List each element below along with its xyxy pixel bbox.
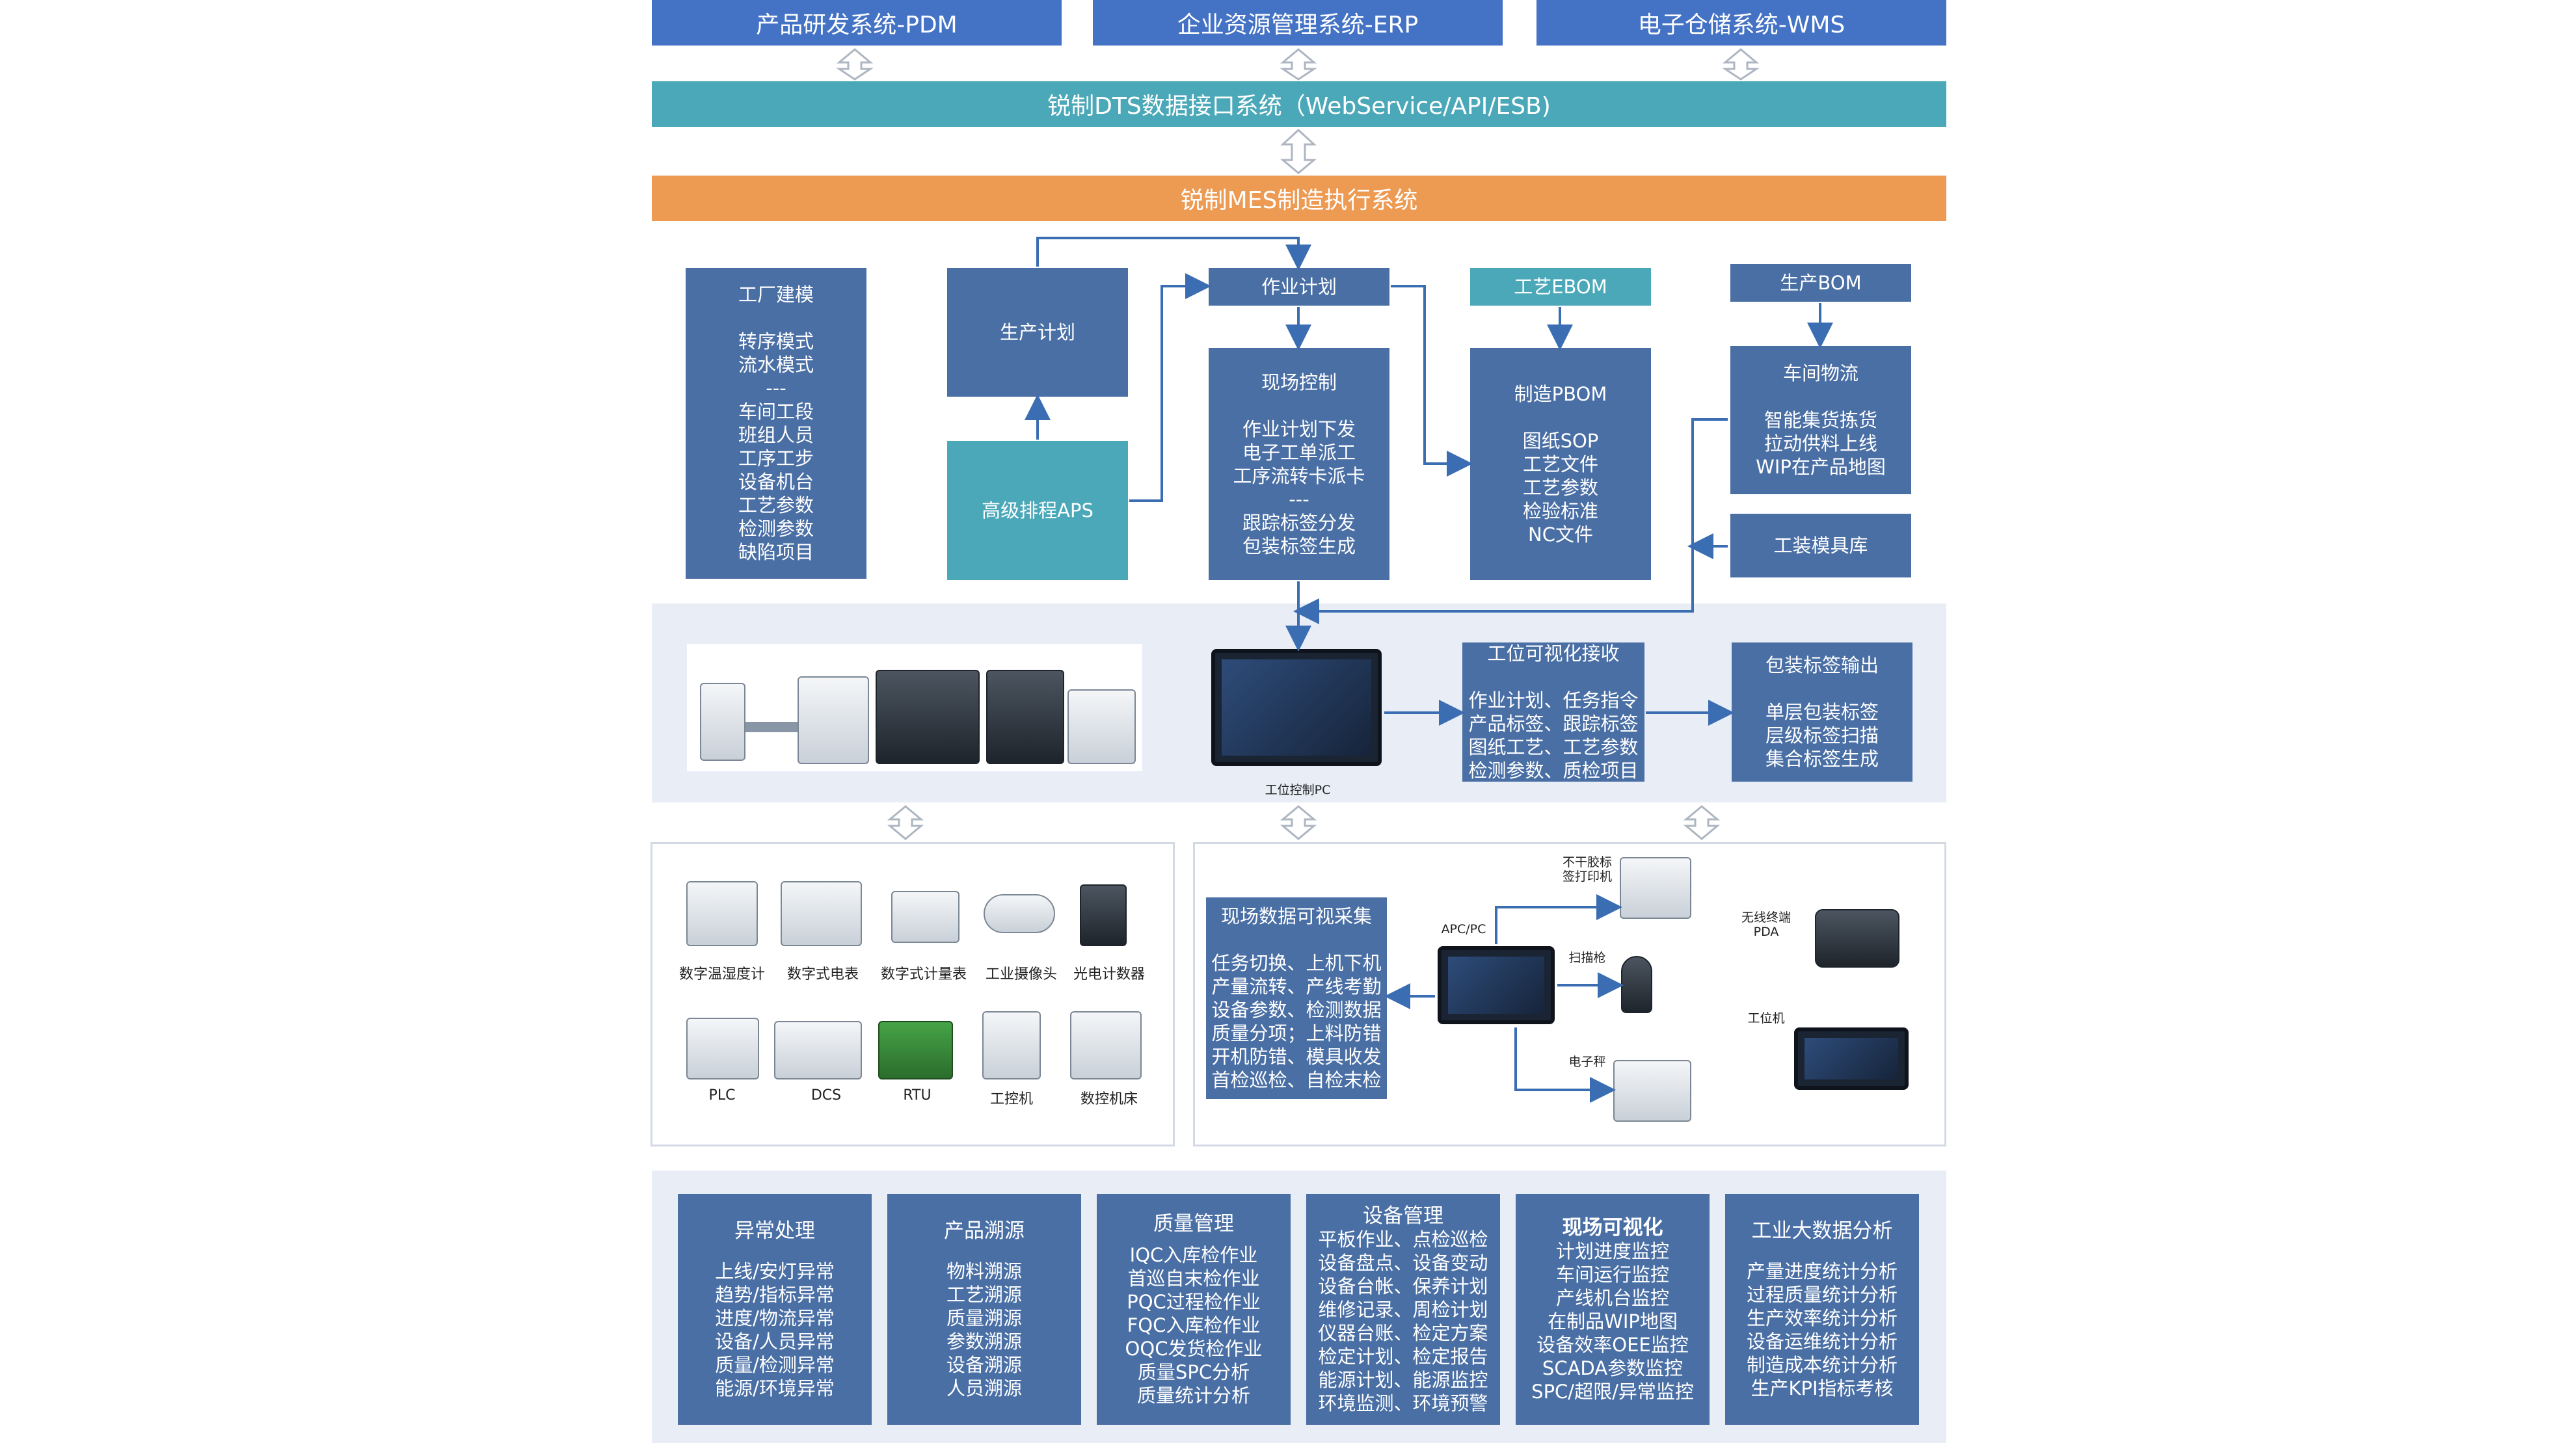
smt-production-line-image xyxy=(687,644,1142,771)
module-title: 设备管理 xyxy=(1363,1204,1443,1228)
flow-meter-icon xyxy=(891,891,959,943)
double-arrow-label-collection xyxy=(1683,805,1721,840)
field-control-box[interactable]: 现场控制 作业计划下发 电子工单派工 工序流转卡派卡 --- 跟踪标签分发 包装… xyxy=(1209,348,1389,580)
bottom-module-quality[interactable]: 质量管理 IQC入库检作业 首巡自末检作业 PQC过程检作业 FQC入库检作业 … xyxy=(1097,1194,1291,1425)
device-label-2: 数字式电表 xyxy=(786,966,859,983)
process-ebom-box[interactable]: 工艺EBOM xyxy=(1470,268,1651,306)
factory-modeling-box[interactable]: 工厂建模 转序模式 流水模式 --- 车间工段 班组人员 工序工步 设备机台 工… xyxy=(686,268,866,579)
camera-icon xyxy=(984,894,1055,933)
double-arrow-erp xyxy=(1280,48,1317,81)
device-label-6: PLC xyxy=(708,1087,736,1104)
scale-label: 电子秤 xyxy=(1568,1055,1606,1069)
device-label-8: RTU xyxy=(903,1087,932,1104)
arrow-logistics-to-pc xyxy=(1293,418,1728,624)
work-plan-box[interactable]: 作业计划 xyxy=(1209,268,1389,306)
bottom-module-equipment[interactable]: 设备管理 平板作业、点检巡检 设备盘点、设备变动 设备台帐、保养计划 维修记录、… xyxy=(1306,1194,1500,1425)
bottom-module-bigdata[interactable]: 工业大数据分析 产量进度统计分析 过程质量统计分析 生产效率统计分析 设备运维统… xyxy=(1725,1194,1919,1425)
industrial-pc-icon xyxy=(982,1011,1041,1079)
dts-band[interactable]: 锐制DTS数据接口系统（WebService/API/ESB) xyxy=(652,81,1946,127)
arrow-workplan-to-pbom xyxy=(1391,285,1473,477)
station-pc-monitor-icon xyxy=(1211,649,1382,766)
production-plan-box[interactable]: 生产计划 xyxy=(947,268,1128,397)
photoelectric-counter-icon xyxy=(1080,884,1127,946)
apc-pc-label: APC/PC xyxy=(1441,922,1486,936)
hygrometer-icon xyxy=(686,881,758,946)
module-body: 上线/安灯异常 趋势/指标异常 进度/物流异常 设备/人员异常 质量/检测异常 … xyxy=(715,1260,835,1399)
pda-label: 无线终端 PDA xyxy=(1741,910,1791,939)
arrow-aps-to-workplan xyxy=(1129,273,1211,502)
device-label-3: 数字式计量表 xyxy=(880,966,967,983)
double-arrow-station-devices xyxy=(887,805,924,840)
apc-pc-icon xyxy=(1438,946,1555,1024)
electric-meter-icon xyxy=(781,881,862,946)
double-arrow-dts-mes xyxy=(1280,128,1317,174)
device-label-5: 光电计数器 xyxy=(1073,966,1145,983)
module-title: 产品溯源 xyxy=(944,1219,1025,1243)
double-arrow-wms xyxy=(1722,48,1760,81)
printer-machine-icon xyxy=(798,676,869,764)
system-pdm[interactable]: 产品研发系统-PDM xyxy=(652,0,1062,46)
system-erp[interactable]: 企业资源管理系统-ERP xyxy=(1093,0,1503,46)
workstation-terminal-icon xyxy=(1794,1027,1909,1090)
module-title: 质量管理 xyxy=(1153,1211,1234,1236)
device-label-9: 工控机 xyxy=(989,1091,1033,1107)
device-label-1: 数字温湿度计 xyxy=(678,966,765,983)
double-arrow-station-collection xyxy=(1280,805,1317,840)
arrow-apc-to-scale xyxy=(1514,1027,1616,1103)
plc-icon xyxy=(686,1018,759,1079)
module-body: 产量进度统计分析 过程质量统计分析 生产效率统计分析 设备运维统计分析 制造成本… xyxy=(1746,1260,1898,1399)
module-title: 现场可视化 xyxy=(1562,1215,1663,1239)
placement-machine-2-icon xyxy=(986,670,1064,764)
module-body: 平板作业、点检巡检 设备盘点、设备变动 设备台帐、保养计划 维修记录、周检计划 … xyxy=(1318,1228,1488,1414)
arrow-plan-to-workplan xyxy=(1036,237,1311,271)
conveyor-icon xyxy=(745,722,798,732)
reflow-oven-icon xyxy=(1067,689,1136,764)
module-title: 工业大数据分析 xyxy=(1751,1219,1893,1243)
arrow-apc-to-printer xyxy=(1495,894,1622,944)
electronic-scale-icon xyxy=(1613,1060,1691,1122)
station-pc-caption: 工位控制PC xyxy=(1265,783,1331,797)
label-printer-label: 不干胶标 签打印机 xyxy=(1562,855,1612,884)
module-body: 计划进度监控 车间运行监控 产线机台监控 在制品WIP地图 设备效率OEE监控 … xyxy=(1531,1239,1694,1403)
loader-machine-icon xyxy=(700,683,745,761)
bottom-module-traceability[interactable]: 产品溯源 物料溯源 工艺溯源 质量溯源 参数溯源 设备溯源 人员溯源 xyxy=(887,1194,1081,1425)
label-output-box[interactable]: 包装标签输出 单层包装标签 层级标签扫描 集合标签生成 xyxy=(1732,642,1912,782)
module-body: 物料溯源 工艺溯源 质量溯源 参数溯源 设备溯源 人员溯源 xyxy=(946,1260,1022,1399)
module-body: IQC入库检作业 首巡自末检作业 PQC过程检作业 FQC入库检作业 OQC发货… xyxy=(1125,1243,1263,1407)
bottom-module-visualization[interactable]: 现场可视化 计划进度监控 车间运行监控 产线机台监控 在制品WIP地图 设备效率… xyxy=(1516,1194,1710,1425)
device-label-4: 工业摄像头 xyxy=(985,966,1057,983)
aps-box[interactable]: 高级排程APS xyxy=(947,441,1128,580)
bottom-module-exception[interactable]: 异常处理 上线/安灯异常 趋势/指标异常 进度/物流异常 设备/人员异常 质量/… xyxy=(678,1194,872,1425)
double-arrow-pdm xyxy=(836,48,874,81)
system-wms[interactable]: 电子仓储系统-WMS xyxy=(1536,0,1946,46)
tooling-library-box[interactable]: 工装模具库 xyxy=(1730,514,1911,577)
pda-icon xyxy=(1815,909,1899,968)
mes-band[interactable]: 锐制MES制造执行系统 xyxy=(652,176,1946,221)
dcs-icon xyxy=(774,1021,862,1079)
field-data-collection-box[interactable]: 现场数据可视采集 任务切换、上机下机 产量流转、产线考勤 设备参数、检测数据 质… xyxy=(1206,897,1387,1099)
scanner-label: 扫描枪 xyxy=(1568,951,1606,965)
device-label-10: 数控机床 xyxy=(1080,1091,1138,1107)
cnc-machine-icon xyxy=(1070,1011,1142,1079)
station-visual-receive-box[interactable]: 工位可视化接收 作业计划、任务指令 产品标签、跟踪标签 图纸工艺、工艺参数 检测… xyxy=(1462,642,1644,782)
label-printer-icon xyxy=(1620,857,1691,919)
manufacturing-pbom-box[interactable]: 制造PBOM 图纸SOP 工艺文件 工艺参数 检验标准 NC文件 xyxy=(1470,348,1651,580)
production-bom-box[interactable]: 生产BOM xyxy=(1730,264,1911,302)
terminal-label: 工位机 xyxy=(1747,1011,1785,1026)
module-title: 异常处理 xyxy=(734,1219,815,1243)
device-label-7: DCS xyxy=(811,1087,842,1104)
workshop-logistics-box[interactable]: 车间物流 智能集货拣货 拉动供料上线 WIP在产品地图 xyxy=(1730,346,1911,494)
placement-machine-icon xyxy=(876,670,980,764)
rtu-icon xyxy=(878,1021,953,1079)
